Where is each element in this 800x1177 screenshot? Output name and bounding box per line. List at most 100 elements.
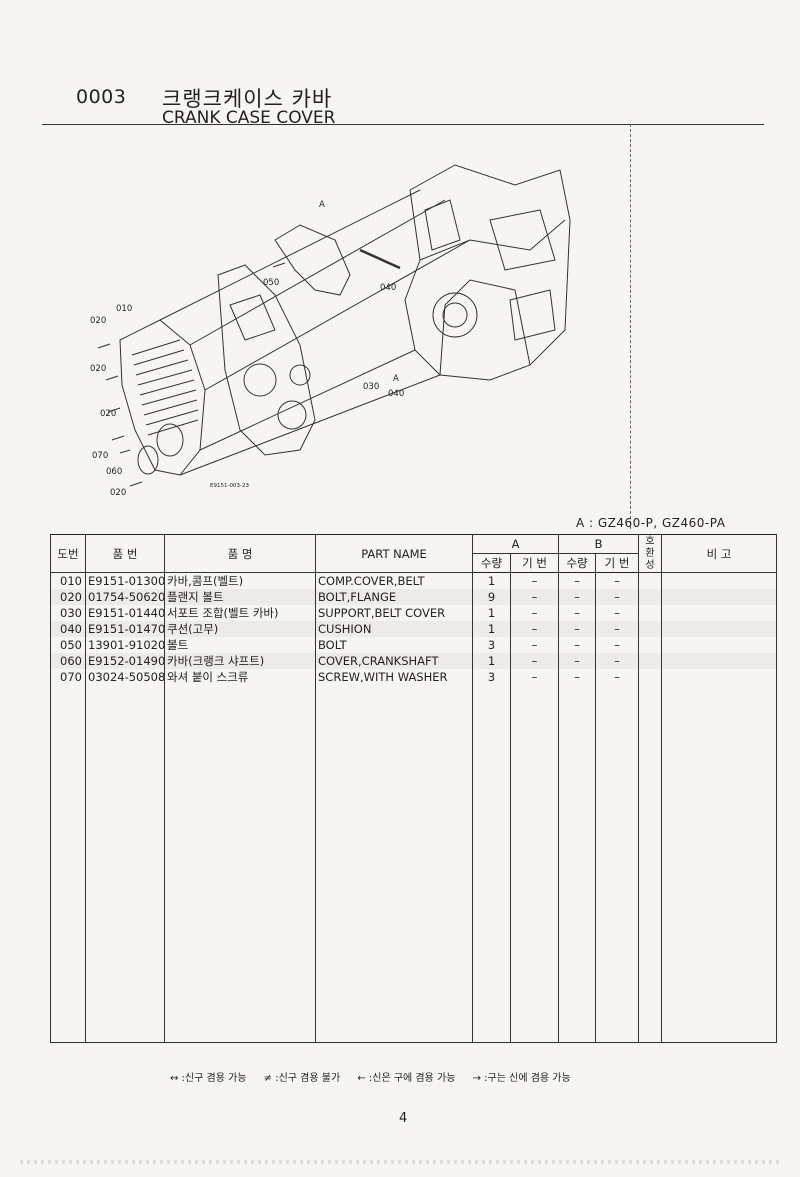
row-no: 040 [50, 621, 86, 637]
row-name-ko: 카바,콤프(벨트) [164, 572, 316, 589]
row-part-no: E9151-01470 [85, 621, 165, 637]
callout-060: 060 [106, 467, 122, 477]
row-a-qty: 1 [472, 572, 511, 589]
row-compat [638, 653, 663, 669]
row-part-no: 01754-50620 [85, 589, 165, 605]
empty-cell [315, 685, 473, 1043]
row-b-qty: – [558, 621, 596, 637]
page-title-english: CRANK CASE COVER [162, 108, 336, 128]
drawing-number: E9151-003-23 [210, 483, 249, 489]
row-a-base: – [510, 669, 559, 685]
crankshaft-cover-drawing [137, 445, 159, 475]
empty-cell [558, 685, 596, 1043]
belt-cover-drawing [119, 319, 206, 476]
row-part-name: BOLT,FLANGE [315, 589, 473, 605]
row-a-qty: 1 [472, 653, 511, 669]
row-a-base: – [510, 637, 559, 653]
row-b-base: – [594, 621, 640, 637]
row-a-qty: 1 [472, 605, 511, 621]
row-part-name: COMP.COVER,BELT [315, 572, 473, 589]
legend-item: → :구는 신에 겸용 가능 [472, 1073, 571, 1084]
row-a-base: – [510, 621, 559, 637]
col-header-compatibility: 호 환 성 [638, 534, 663, 573]
parts-table: 도번 품 번 품 명 PART NAME A B 호 환 성 비 고 수량 기 … [50, 534, 778, 1043]
empty-cell [594, 685, 640, 1043]
legend-item: ≠ :신구 겸용 불가 [263, 1073, 341, 1084]
row-b-base: – [594, 637, 640, 653]
row-name-ko: 볼트 [164, 637, 316, 653]
bolt-drawings [97, 262, 286, 487]
row-a-base: – [510, 653, 559, 669]
row-remarks [661, 589, 778, 605]
empty-cell [50, 685, 86, 1043]
row-remarks [661, 621, 778, 637]
row-b-base: – [594, 589, 640, 605]
row-b-base: – [594, 605, 640, 621]
diagram-separator [630, 124, 631, 529]
row-part-name: SCREW,WITH WASHER [315, 669, 473, 685]
row-name-ko: 쿠션(고무) [164, 621, 316, 637]
row-b-qty: – [558, 589, 596, 605]
row-b-qty: – [558, 572, 596, 589]
row-a-base: – [510, 589, 559, 605]
row-a-qty: 9 [472, 589, 511, 605]
row-a-base: – [510, 572, 559, 589]
row-name-ko: 와셔 붙이 스크류 [164, 669, 316, 685]
row-part-no: E9151-01300 [85, 572, 165, 589]
callout-020: 020 [100, 409, 116, 419]
col-header-group-b: B [557, 534, 640, 554]
row-no: 070 [50, 669, 86, 685]
row-b-base: – [594, 669, 640, 685]
engine-block-drawing [404, 164, 571, 381]
row-no: 020 [50, 589, 86, 605]
callout-010: 010 [116, 304, 132, 314]
row-b-base: – [594, 572, 640, 589]
callout-050: 050 [263, 278, 279, 288]
page-title-korean: 크랭크케이스 카바 [162, 87, 333, 111]
callout-020: 020 [90, 316, 106, 326]
row-b-qty: – [558, 605, 596, 621]
row-no: 010 [50, 572, 86, 589]
col-header-part-name: PART NAME [315, 534, 473, 573]
table-empty-space [50, 685, 778, 1043]
empty-cell [85, 685, 165, 1043]
callout-070: 070 [92, 451, 108, 461]
row-part-no: 13901-91020 [85, 637, 165, 653]
model-applicability-note: A : GZ460-P, GZ460-PA [576, 516, 726, 530]
row-compat [638, 572, 663, 589]
row-compat [638, 669, 663, 685]
empty-cell [164, 685, 316, 1043]
row-a-base: – [510, 605, 559, 621]
callout-040: 040 [380, 283, 396, 293]
row-a-qty: 1 [472, 621, 511, 637]
legend-item: ↔ :신구 겸용 가능 [170, 1073, 247, 1084]
cover-a-drawing [274, 224, 351, 296]
row-part-no: E9151-01440 [85, 605, 165, 621]
col-header-remarks: 비 고 [661, 534, 778, 573]
row-part-no: 03024-50508 [85, 669, 165, 685]
row-compat [638, 621, 663, 637]
callout-020: 020 [110, 488, 126, 498]
empty-cell [638, 685, 663, 1043]
row-b-base: – [594, 653, 640, 669]
row-name-ko: 카바(크랭크 샤프트) [164, 653, 316, 669]
col-header-no: 도번 [50, 534, 86, 573]
col-header-group-a: A [472, 534, 559, 554]
col-header-part-no: 품 번 [85, 534, 165, 573]
row-b-qty: – [558, 653, 596, 669]
scan-artifact [20, 1160, 780, 1164]
empty-cell [510, 685, 559, 1043]
table-header-row: 도번 품 번 품 명 PART NAME A B 호 환 성 비 고 [50, 534, 778, 573]
exploded-parts-diagram: A 010 020 020 020 020 070 060 050 040 03… [90, 164, 571, 498]
col-header-name-ko: 품 명 [164, 534, 316, 573]
row-b-qty: – [558, 669, 596, 685]
row-part-name: BOLT [315, 637, 473, 653]
row-part-name: CUSHION [315, 621, 473, 637]
row-b-qty: – [558, 637, 596, 653]
